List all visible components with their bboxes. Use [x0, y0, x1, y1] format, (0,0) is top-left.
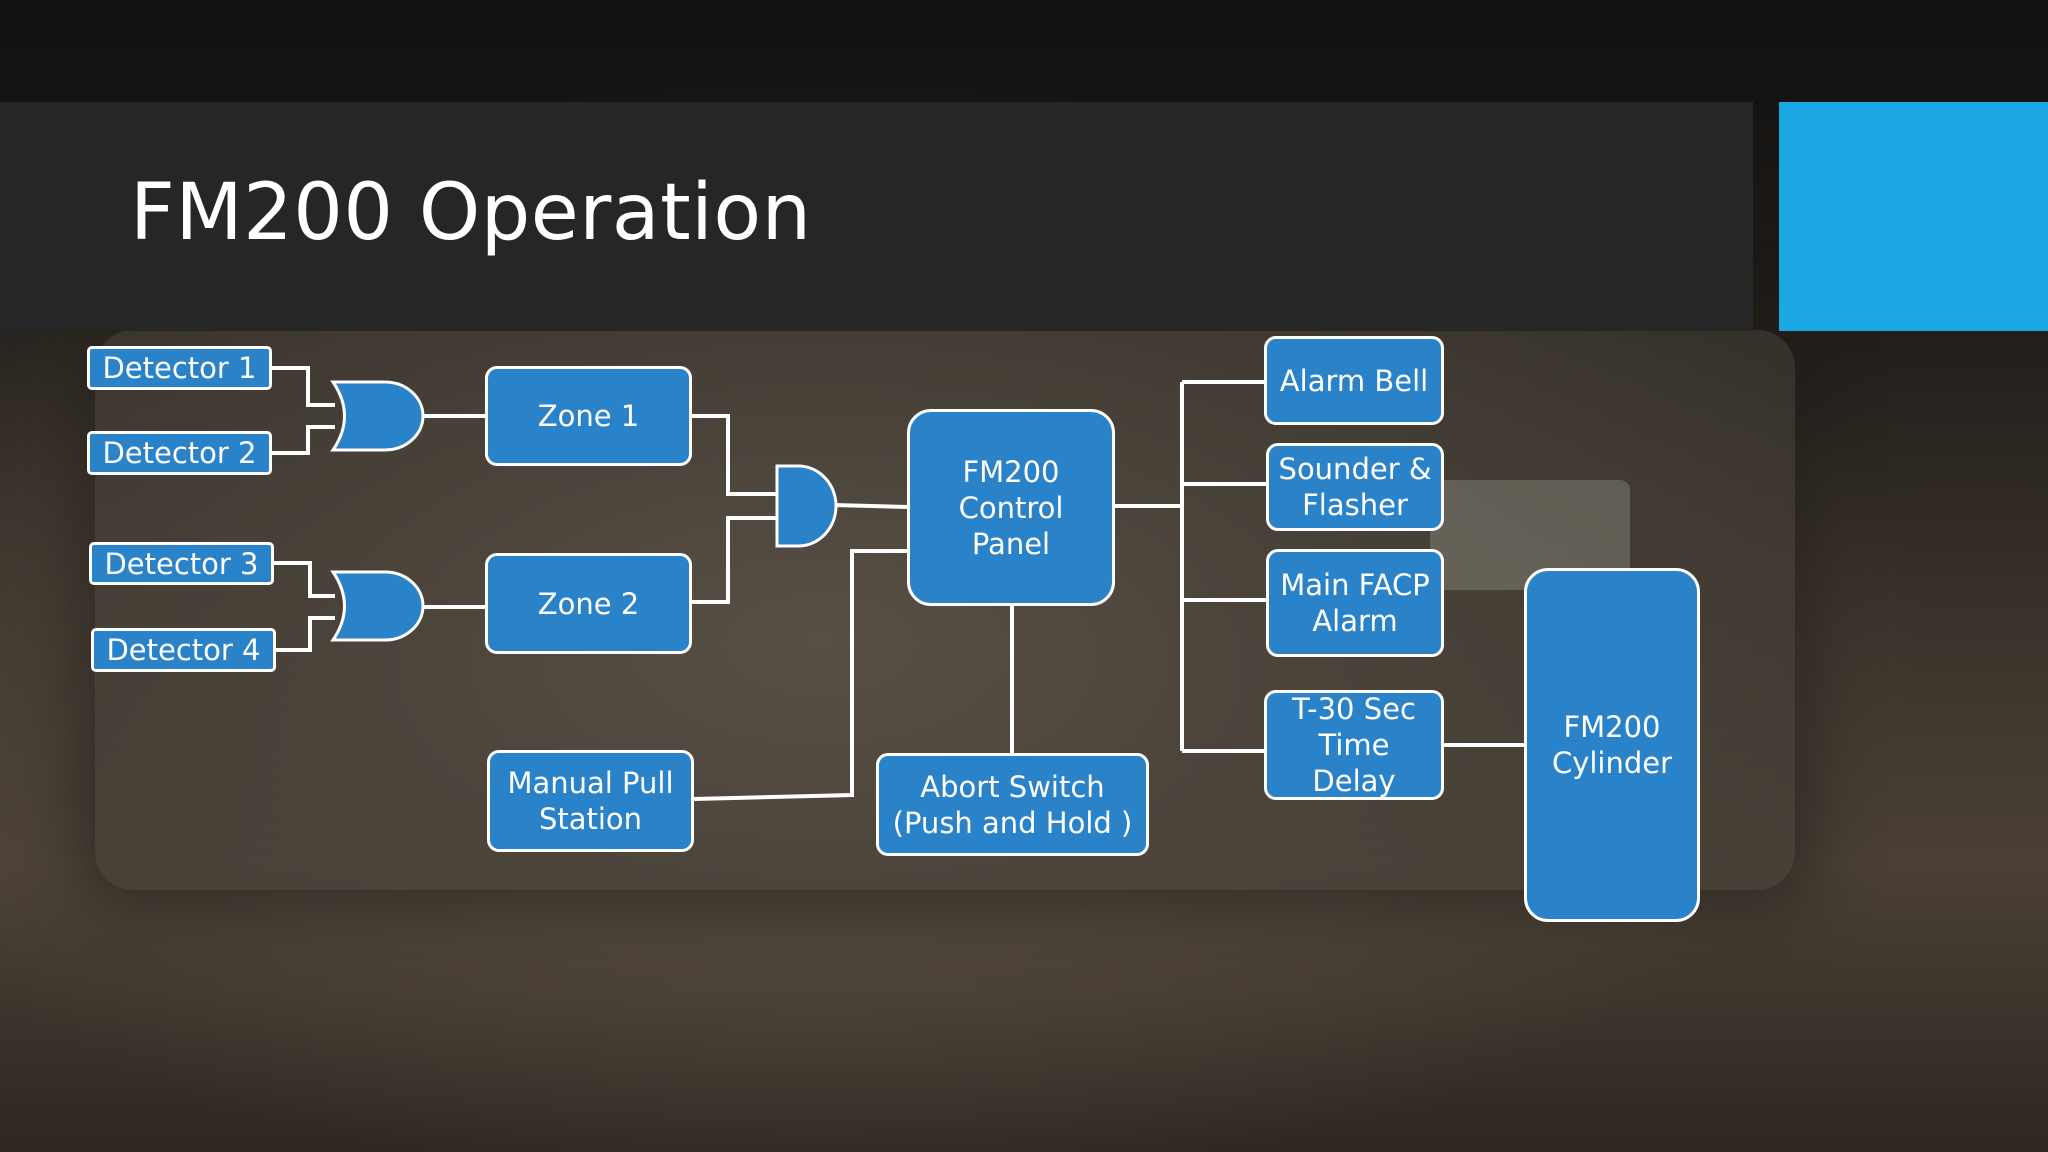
detector-3-box: Detector 3: [89, 542, 274, 585]
manual-pull-station-box: Manual Pull Station: [487, 750, 694, 852]
wire-zone1-andgate: [692, 414, 777, 496]
detector-2-box: Detector 2: [87, 431, 272, 475]
abort-switch-box: Abort Switch (Push and Hold ): [876, 753, 1149, 856]
wire-detector1-gate1: [272, 366, 335, 407]
control-panel-box: FM200 Control Panel: [907, 409, 1115, 606]
zone-1-box: Zone 1: [485, 366, 692, 466]
alarm-bell-box: Alarm Bell: [1264, 336, 1444, 425]
wire-manualpull-panel: [693, 549, 908, 801]
slide-title: FM200 Operation: [130, 168, 812, 258]
accent-block: [1779, 102, 2048, 331]
wire-detector3-gate2: [274, 561, 335, 598]
main-facp-alarm-box: Main FACP Alarm: [1266, 549, 1444, 657]
wire-detector4-gate2: [276, 616, 335, 652]
wire-detector2-gate1: [272, 425, 335, 455]
title-bar: [0, 102, 1753, 331]
or-gate-1: [330, 380, 425, 452]
wire-zone2-andgate: [692, 516, 777, 604]
fm200-cylinder-box: FM200 Cylinder: [1524, 568, 1700, 922]
or-gate-2: [330, 570, 425, 642]
sounder-flasher-box: Sounder & Flasher: [1266, 443, 1444, 531]
detector-1-box: Detector 1: [87, 346, 272, 390]
zone-2-box: Zone 2: [485, 553, 692, 654]
wire-andgate-panel: [832, 503, 909, 509]
time-delay-box: T-30 Sec Time Delay: [1264, 690, 1444, 800]
detector-4-box: Detector 4: [91, 628, 276, 672]
and-gate: [775, 464, 838, 548]
